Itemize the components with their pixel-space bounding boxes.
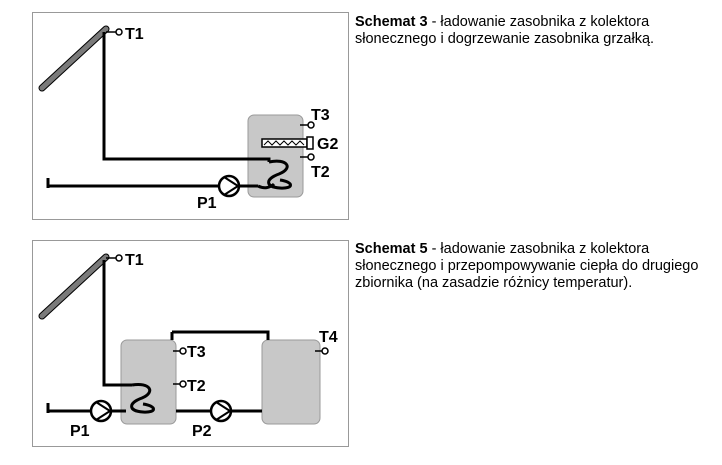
- sensors: [106, 28, 315, 161]
- schemat-5-svg: T1 T3 T2 T4 P1 P2: [32, 240, 349, 447]
- label-p1: P1: [70, 423, 90, 440]
- label-p1: P1: [197, 195, 217, 212]
- label-p2: P2: [192, 423, 212, 440]
- tank-2: [261, 339, 321, 425]
- sensors: [106, 254, 329, 388]
- scheme-title: Schemat 5: [355, 241, 428, 257]
- heater-g2: [261, 136, 314, 150]
- solar-collector: [38, 25, 110, 92]
- pump-p1: [217, 174, 241, 198]
- scheme-text: - ładowanie zasobnika z kolektora słonec…: [355, 14, 655, 47]
- diagram-schemat-3: T1 T3 G2 T2 P1: [32, 12, 349, 220]
- label-t2: T2: [187, 378, 206, 395]
- heat-exchanger-coil: [267, 159, 292, 190]
- solar-collector: [38, 253, 110, 320]
- pump-p1: [89, 399, 113, 423]
- diagram-schemat-5: T1 T3 T2 T4 P1 P2: [32, 240, 349, 447]
- label-t3: T3: [311, 107, 330, 124]
- schemat-3-svg: T1 T3 G2 T2 P1: [32, 12, 349, 220]
- label-g2: G2: [317, 136, 338, 153]
- pump-p2: [209, 399, 233, 423]
- label-t2: T2: [311, 164, 330, 181]
- pipes: [46, 260, 270, 413]
- label-t1: T1: [125, 26, 144, 43]
- label-t1: T1: [125, 252, 144, 269]
- label-t4: T4: [319, 329, 338, 346]
- tank: [247, 114, 304, 198]
- scheme-text: - ładowanie zasobnika z kolektora słonec…: [355, 241, 699, 291]
- description-schemat-5: Schemat 5 - ładowanie zasobnika z kolekt…: [355, 241, 705, 292]
- scheme-title: Schemat 3: [355, 14, 428, 30]
- label-t3: T3: [187, 344, 206, 361]
- heat-exchanger-coil: [130, 382, 155, 414]
- description-schemat-3: Schemat 3 - ładowanie zasobnika z kolekt…: [355, 14, 705, 48]
